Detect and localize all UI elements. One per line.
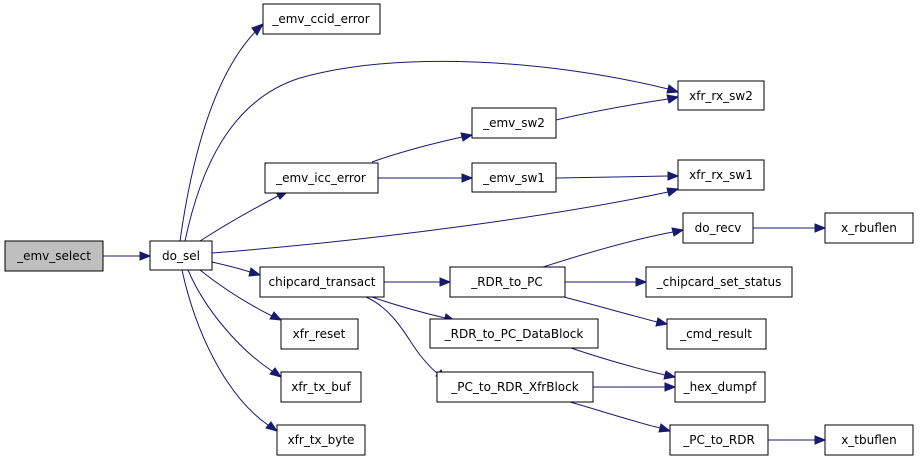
node-chipcard-transact[interactable]: chipcard_transact [259,266,385,298]
edge-do-sel-to-emv-icc-error [199,191,289,242]
node-x-rbuflen[interactable]: x_rbuflen [824,212,914,244]
edge-emv-icc-error-to-emv-sw2 [371,132,474,163]
node-pc-to-rdr[interactable]: _PC_to_RDR [669,424,769,456]
edge-do-sel-to-xfr-rx-sw1 [211,187,680,254]
edge-do-sel-to-xfr-reset [199,269,283,321]
edge-chipcard-transact-to-rdr-to-pc [384,277,452,287]
edge-do-sel-to-emv-ccid-error [179,23,265,242]
node-label: _emv_ccid_error [271,12,369,26]
node-label: xfr_tx_buf [291,380,351,394]
node-label: _emv_sw2 [482,116,545,130]
node-label: _emv_icc_error [275,171,366,185]
edge-do-sel-to-xfr-rx-sw2 [184,60,680,242]
node-xfr-rx-sw2[interactable]: xfr_rx_sw2 [677,80,765,111]
edge-do-sel-to-xfr-tx-byte [181,269,279,432]
edge-emv-icc-error-to-emv-sw1 [378,173,474,183]
node-label: xfr_rx_sw2 [689,89,753,103]
node-cmd-result[interactable]: _cmd_result [666,318,767,350]
node-emv-sw1[interactable]: _emv_sw1 [471,162,557,193]
node-pc-to-rdr-xfrblock[interactable]: _PC_to_RDR_XfrBlock [436,371,594,403]
node-do-recv[interactable]: do_recv [682,212,754,244]
node-do-sel[interactable]: do_sel [149,240,213,271]
node-emv-select[interactable]: _emv_select [4,240,104,272]
node-label: _RDR_to_PC_DataBlock [444,327,584,341]
edge-emv-sw2-to-xfr-rx-sw2 [555,94,680,121]
edge-do-sel-to-xfr-tx-buf [187,269,283,378]
node-label: _emv_sw1 [482,171,545,185]
node-label: x_tbuflen [841,433,897,447]
node-xfr-tx-byte[interactable]: xfr_tx_byte [276,424,366,456]
node-xfr-tx-buf[interactable]: xfr_tx_buf [280,371,362,403]
node-label: do_recv [695,221,742,235]
node-emv-sw2[interactable]: _emv_sw2 [471,107,557,139]
node-label: xfr_reset [293,327,346,341]
node-label: _chipcard_set_status [656,275,782,289]
edge-pc-to-rdr-xfrblock-to-pc-to-rdr [569,401,672,433]
node-label: chipcard_transact [269,275,376,289]
node-emv-ccid-error[interactable]: _emv_ccid_error [262,3,381,35]
edge-rdr-to-pc-to-do-recv [539,227,685,269]
node-label: x_rbuflen [841,221,897,235]
edges-layer [103,23,827,445]
node-xfr-rx-sw1[interactable]: xfr_rx_sw1 [677,159,765,191]
node-label: xfr_rx_sw1 [689,168,753,182]
edge-emv-select-to-do-sel [103,251,152,261]
nodes-layer: _emv_select do_sel _emv_ccid_error xfr_r… [4,3,914,456]
edge-do-recv-to-x-rbuflen [753,223,827,233]
node-label: _RDR_to_PC [470,275,543,289]
node-emv-icc-error[interactable]: _emv_icc_error [264,162,379,194]
node-rdr-to-pc[interactable]: _RDR_to_PC [449,266,566,298]
node-label: xfr_tx_byte [288,433,355,447]
edge-pc-to-rdr-to-x-tbuflen [768,435,827,445]
edge-rdr-to-pc-datablock-to-hex-dumpf [564,345,677,380]
node-label: _PC_to_RDR [682,433,755,447]
node-label: _cmd_result [679,327,752,341]
node-label: _emv_select [16,249,91,263]
node-hex-dumpf[interactable]: _hex_dumpf [674,371,766,403]
node-label: do_sel [162,249,200,263]
node-chipcard-set-status[interactable]: _chipcard_set_status [645,266,793,298]
node-rdr-to-pc-datablock[interactable]: _RDR_to_PC_DataBlock [429,318,599,349]
edge-pc-to-rdr-xfrblock-to-hex-dumpf [593,382,677,392]
edge-rdr-to-pc-to-cmd-result [559,295,669,327]
edge-rdr-to-pc-to-chipcard-set-status [565,277,648,287]
node-label: _PC_to_RDR_XfrBlock [450,380,578,394]
edge-do-sel-to-chipcard-transact [211,261,262,277]
node-label: _hex_dumpf [683,380,757,394]
node-x-tbuflen[interactable]: x_tbuflen [824,424,914,456]
node-xfr-reset[interactable]: xfr_reset [280,318,359,350]
edge-emv-sw1-to-xfr-rx-sw1 [555,171,680,181]
